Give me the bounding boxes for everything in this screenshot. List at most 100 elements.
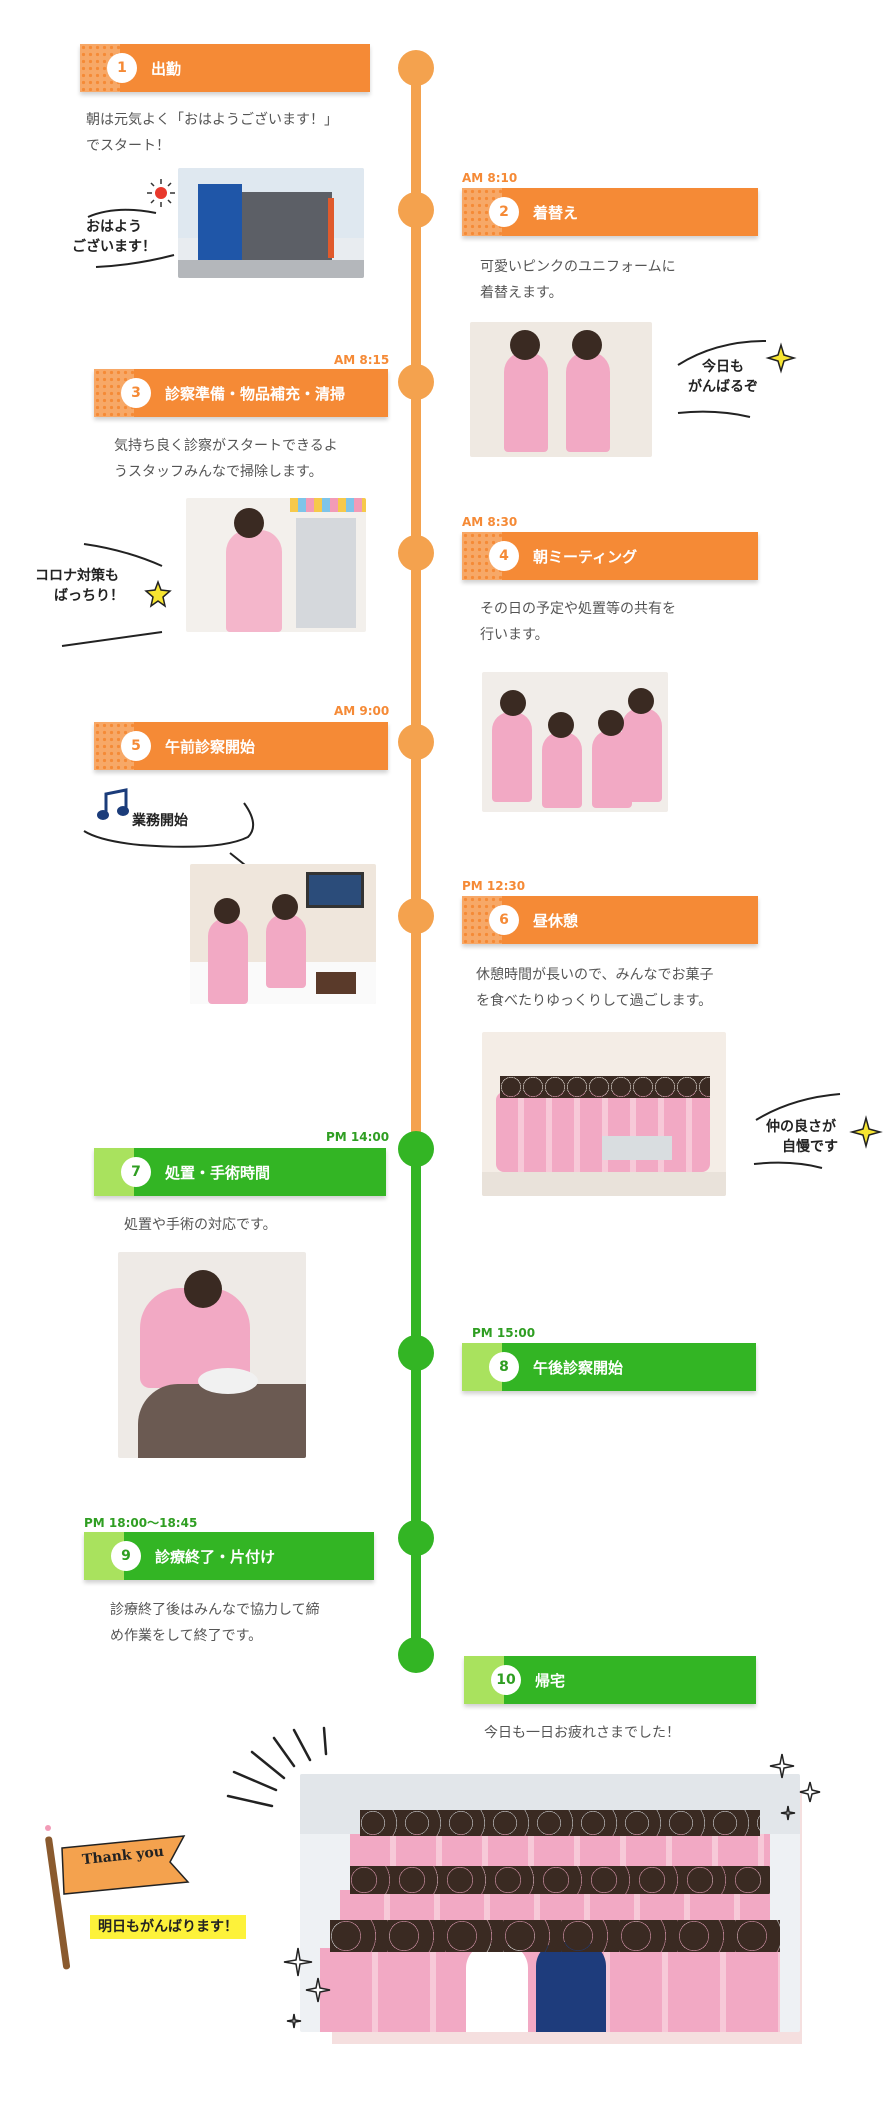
step-7-description: 処置や手術の対応です。 <box>124 1212 277 1238</box>
note-line: 自慢です <box>782 1139 838 1155</box>
step-number: 4 <box>489 541 519 571</box>
step-title: 午後診察開始 <box>533 1358 624 1377</box>
music-note-icon <box>97 788 129 820</box>
step-number: 7 <box>121 1157 151 1187</box>
step-title: 診療終了・片付け <box>155 1547 276 1566</box>
step-10-header: 10 帰宅 <box>464 1656 756 1704</box>
step-number: 5 <box>121 731 151 761</box>
desc-line: め作業をして終了です。 <box>110 1628 263 1644</box>
note-line: 仲の良さが <box>766 1119 836 1135</box>
note-ohayou: おはよう ございます！ <box>72 217 156 257</box>
sparkle-icon <box>144 579 172 608</box>
step-5-time: AM 9:00 <box>334 704 390 718</box>
step-8-time: PM 15:00 <box>472 1326 536 1340</box>
step-5-header: 5 午前診察開始 <box>94 722 388 770</box>
speech-stroke <box>677 340 767 418</box>
step-3-description: 気持ち良く診察がスタートできるよ うスタッフみんなで掃除します。 <box>114 433 338 485</box>
step-9-description: 診療終了後はみんなで協力して締 め作業をして終了です。 <box>110 1597 320 1649</box>
step-title: 昼休憩 <box>533 911 579 930</box>
step-4-header: 4 朝ミーティング <box>462 532 758 580</box>
step-9-header: 9 診療終了・片付け <box>84 1532 374 1580</box>
desc-line: その日の予定や処置等の共有を <box>480 601 676 617</box>
group-photo <box>300 1774 800 2032</box>
step-6-header: 6 昼休憩 <box>462 896 758 944</box>
clinic-exterior-photo <box>178 168 364 278</box>
step-title: 午前診察開始 <box>165 737 256 756</box>
timeline-dot-4 <box>398 535 434 571</box>
desc-line: 今日も一日お疲れさまでした！ <box>484 1725 680 1741</box>
note-nakanoyosa: 仲の良さが 自慢です <box>764 1117 838 1157</box>
step-title: 処置・手術時間 <box>165 1163 271 1182</box>
note-line: ございます！ <box>72 239 156 255</box>
sun-icon <box>147 179 175 207</box>
speech-stroke <box>61 543 163 647</box>
step-number: 6 <box>489 905 519 935</box>
speech-stroke <box>753 1093 841 1169</box>
step-2-header: 2 着替え <box>462 188 758 236</box>
desc-line: うスタッフみんなで掃除します。 <box>114 464 323 480</box>
burst-lines <box>226 1726 328 1808</box>
desc-line: 処置や手術の対応です。 <box>124 1217 277 1233</box>
step-title: 朝ミーティング <box>533 547 638 566</box>
desc-line: 朝は元気よく「おはようございます！」 <box>86 112 338 128</box>
speech-stroke <box>87 208 175 268</box>
timeline-dot-2 <box>398 192 434 228</box>
note-corona: コロナ対策も ばっちり！ <box>30 566 124 606</box>
step-number: 1 <box>107 53 137 83</box>
desc-line: 気持ち良く診察がスタートできるよ <box>114 438 338 454</box>
timeline-dot-10 <box>398 1637 434 1673</box>
ashita-text: 明日もがんばります！ <box>90 1915 246 1939</box>
step-4-time: AM 8:30 <box>462 515 518 529</box>
timeline-dot-8 <box>398 1335 434 1371</box>
cleaning-photo <box>186 498 366 632</box>
timeline-dot-1 <box>398 50 434 86</box>
reception-photo <box>190 864 376 1004</box>
note-line: おはよう <box>86 219 142 235</box>
note-line: 今日も <box>702 359 744 375</box>
treatment-photo <box>118 1252 306 1458</box>
timeline-dot-6 <box>398 898 434 934</box>
lunch-break-photo <box>482 1032 726 1196</box>
sparkle-icon <box>849 1115 883 1149</box>
note-line: コロナ対策も <box>35 568 119 584</box>
desc-line: 可愛いピンクのユニフォームに <box>480 259 676 275</box>
timeline-line-green <box>411 1145 421 1650</box>
desc-line: を食べたりゆっくりして過ごします。 <box>476 993 713 1009</box>
step-7-time: PM 14:00 <box>326 1130 390 1144</box>
step-number: 2 <box>489 197 519 227</box>
step-1-description: 朝は元気よく「おはようございます！」 でスタート！ <box>86 107 338 159</box>
step-3-time: AM 8:15 <box>334 353 390 367</box>
step-title: 帰宅 <box>535 1671 566 1690</box>
desc-line: でスタート！ <box>86 138 170 154</box>
step-10-description: 今日も一日お疲れさまでした！ <box>484 1720 680 1746</box>
sparkle-icon <box>769 1753 821 1821</box>
note-line: がんばるぞ <box>688 379 758 395</box>
step-title: 出勤 <box>151 59 182 78</box>
flag-icon <box>45 1825 190 1970</box>
meeting-photo <box>482 672 668 812</box>
desc-line: 診療終了後はみんなで協力して締 <box>110 1602 320 1618</box>
step-number: 3 <box>121 378 151 408</box>
step-8-header: 8 午後診察開始 <box>462 1343 756 1391</box>
desc-line: 行います。 <box>480 627 549 643</box>
timeline-dot-9 <box>398 1520 434 1556</box>
step-number: 10 <box>491 1665 521 1695</box>
timeline-line-orange <box>411 68 421 1148</box>
sparkle-icon <box>283 1947 331 2029</box>
sparkle-icon <box>765 342 797 374</box>
step-3-header: 3 診察準備・物品補充・清掃 <box>94 369 388 417</box>
step-2-description: 可愛いピンクのユニフォームに 着替えます。 <box>480 254 676 306</box>
speech-stroke <box>83 802 255 870</box>
step-6-time: PM 12:30 <box>462 879 526 893</box>
step-1-header: 1 出勤 <box>80 44 370 92</box>
note-gyoumu: 業務開始 <box>132 813 188 829</box>
desc-line: 休憩時間が長いので、みんなでお菓子 <box>476 967 714 983</box>
timeline-dot-7 <box>398 1131 434 1167</box>
step-number: 8 <box>489 1352 519 1382</box>
step-7-header: 7 処置・手術時間 <box>94 1148 386 1196</box>
step-title: 診察準備・物品補充・清掃 <box>165 384 346 403</box>
step-number: 9 <box>111 1541 141 1571</box>
step-4-description: その日の予定や処置等の共有を 行います。 <box>480 596 676 648</box>
step-2-time: AM 8:10 <box>462 171 518 185</box>
timeline-dot-3 <box>398 364 434 400</box>
